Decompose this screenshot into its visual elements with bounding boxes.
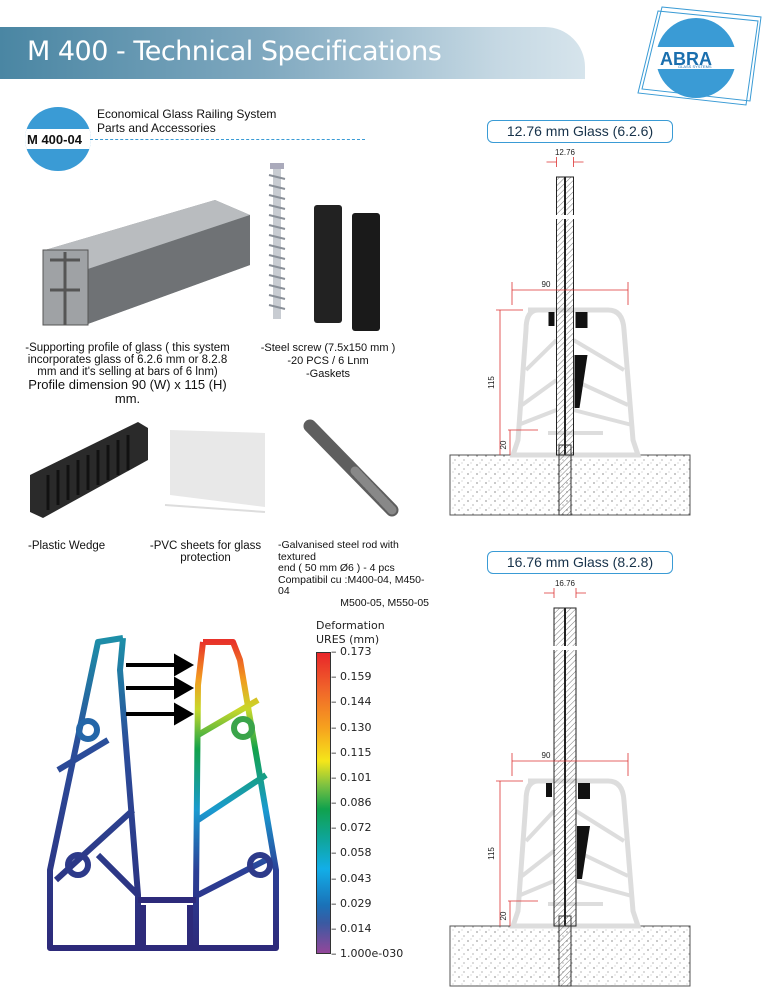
legend-tick: – 0.014 — [331, 921, 372, 935]
product-line-2: Parts and Accessories — [97, 121, 216, 135]
pvc-sheet-image — [164, 430, 266, 513]
header-banner — [0, 27, 585, 79]
legend-tick-label: 0.014 — [340, 921, 372, 935]
page-title: M 400 - Technical Specifications — [27, 36, 442, 67]
dim-thickness: 16.76 — [555, 579, 576, 588]
legend-tick-label: 0.159 — [340, 670, 372, 684]
glass-pane — [565, 607, 577, 927]
product-code: M 400-04 — [27, 132, 82, 147]
glass-label-12: 12.76 mm Glass (6.2.6) — [487, 120, 673, 143]
anchor-screw — [558, 444, 572, 516]
screw-gaskets-image — [268, 163, 380, 331]
svg-text:GLASS SYSTEMS: GLASS SYSTEMS — [678, 64, 712, 69]
profile-image — [42, 200, 250, 326]
legend-tick-label: 0.043 — [340, 871, 372, 885]
legend-unit: URES (mm) — [316, 633, 380, 646]
section-drawing-12: 12.76 90 115 20 — [449, 148, 691, 516]
caption-line: mm and it's selling at bars of 6 lnm) — [37, 366, 218, 378]
legend-tick-label: 0.101 — [340, 770, 372, 784]
caption-line: -Galvanised steel rod with textured — [278, 539, 399, 563]
caption-rod: -Galvanised steel rod with textured end … — [278, 539, 433, 609]
legend-tick: – 0.144 — [331, 695, 372, 709]
caption-line: -20 PCS / 6 Lnm — [287, 355, 369, 367]
legend-tick-label: 0.130 — [340, 720, 372, 734]
glass-label-16: 16.76 mm Glass (8.2.8) — [487, 551, 673, 574]
dim-base: 20 — [499, 911, 508, 920]
wedge — [577, 826, 590, 879]
svg-text:ABRA: ABRA — [660, 49, 712, 69]
gasket — [575, 312, 588, 328]
legend-tick-label: 0.115 — [340, 745, 372, 759]
plastic-wedge-image — [30, 422, 148, 518]
legend-title: Deformation — [316, 619, 385, 632]
legend-tick-label: 1.000e-030 — [340, 947, 404, 960]
legend-tick: – 1.000e-030 — [331, 947, 404, 960]
anchor-screw — [558, 915, 572, 987]
section-drawing-16: 16.76 90 115 20 — [449, 579, 691, 987]
caption-line: protection — [180, 552, 231, 564]
product-badge — [25, 107, 91, 171]
dim-height: 115 — [487, 376, 496, 389]
dim-height: 115 — [487, 847, 496, 860]
legend-tick-label: 0.029 — [340, 896, 372, 910]
caption-screw: -Steel screw (7.5x150 mm ) -20 PCS / 6 L… — [258, 342, 398, 381]
caption-wedge: -Plastic Wedge — [28, 540, 106, 552]
caption-line: incorporates glass of 6.2.6 mm or 8.2.8 — [27, 354, 228, 366]
legend-tick-label: 0.086 — [340, 796, 372, 809]
legend-tick-label: 0.058 — [340, 846, 372, 860]
gasket — [548, 312, 555, 326]
dimension-lines — [496, 588, 629, 926]
profile-ribs — [517, 809, 633, 906]
legend-tick: – 0.115 — [331, 745, 372, 759]
dimension-lines — [496, 157, 629, 455]
dim-width: 90 — [542, 280, 551, 289]
legend-tick: – 0.043 — [331, 871, 372, 885]
legend-tick: – 0.072 — [331, 821, 372, 835]
legend-tick-label: 0.144 — [340, 695, 372, 709]
legend-tick: – 0.086 — [331, 796, 372, 809]
dim-thickness: 12.76 — [555, 148, 576, 157]
gasket — [546, 783, 552, 797]
profile-ribs — [517, 338, 633, 435]
dim-base: 20 — [499, 440, 508, 449]
caption-line: M500-05, M550-05 — [340, 596, 429, 609]
profile-outline — [509, 778, 642, 929]
abra-logo: ABRA GLASS SYSTEMS — [637, 6, 762, 106]
caption-line: Profile dimension 90 (W) x 115 (H) — [28, 377, 227, 392]
deformation-plot — [47, 635, 279, 951]
caption-line: -Gaskets — [305, 368, 350, 380]
legend-colorbar — [316, 652, 331, 954]
legend-tick: – 0.173 — [331, 645, 372, 658]
divider — [90, 139, 365, 140]
steel-rod-image — [303, 419, 399, 517]
caption-profile: -Supporting profile of glass ( this syst… — [25, 342, 230, 406]
legend-tick: – 0.159 — [331, 670, 372, 684]
legend-tick: – 0.058 — [331, 846, 372, 860]
legend-tick: – 0.029 — [331, 896, 372, 910]
profile-outline — [509, 307, 642, 458]
caption-line: end ( 50 mm Ø6 ) - 4 pcs — [278, 562, 395, 574]
caption-line: -PVC sheets for glass — [149, 540, 262, 552]
wedge — [574, 355, 588, 408]
product-line-1: Economical Glass Railing System — [97, 107, 277, 121]
legend-tick-label: 0.072 — [340, 821, 372, 835]
caption-line: -Supporting profile of glass ( this syst… — [25, 342, 230, 354]
caption-pvc: -PVC sheets for glass protection — [148, 540, 263, 564]
dim-width: 90 — [542, 751, 551, 760]
glass-pane — [553, 607, 565, 927]
legend-tick-label: 0.173 — [340, 645, 372, 658]
legend-tick: – 0.130 — [331, 720, 372, 734]
caption-line: Compatibil cu :M400-04, M450-04 — [278, 573, 425, 597]
legend-tick: – 0.101 — [331, 770, 372, 784]
caption-line: -Steel screw (7.5x150 mm ) — [260, 342, 396, 354]
caption-line: mm. — [114, 391, 141, 406]
gasket — [578, 783, 590, 799]
